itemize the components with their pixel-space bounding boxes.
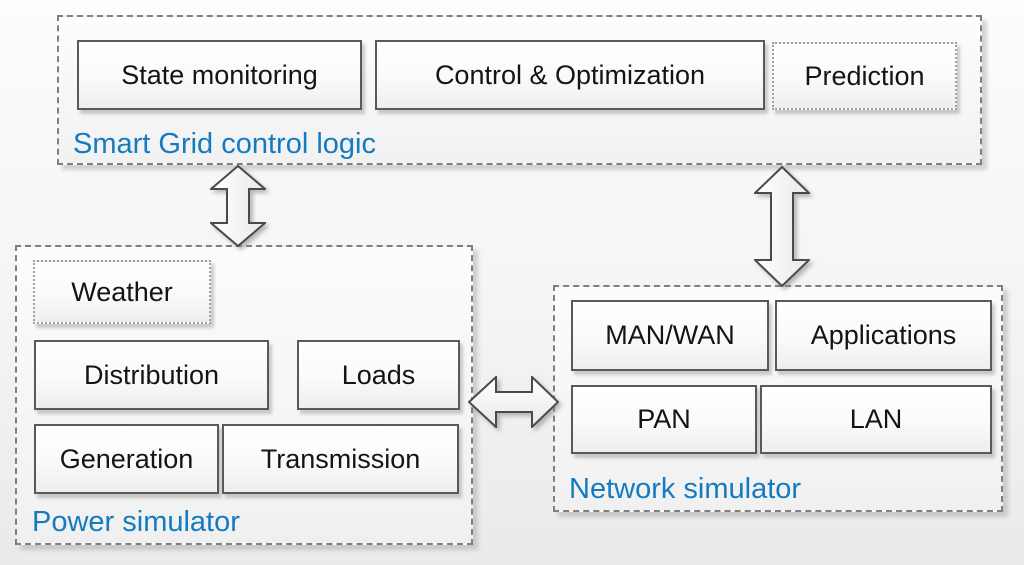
state-monitoring-box: State monitoring bbox=[77, 40, 362, 110]
double-arrow-power-network bbox=[468, 376, 559, 428]
transmission-label: Transmission bbox=[260, 443, 421, 474]
pan-box: PAN bbox=[571, 385, 757, 454]
lan-label: LAN bbox=[849, 404, 903, 434]
applications-label: Applications bbox=[810, 320, 957, 350]
distribution-label: Distribution bbox=[83, 359, 220, 390]
smart-grid-control-logic-group: State monitoring Control & Optimization … bbox=[57, 15, 982, 165]
applications-box: Applications bbox=[775, 300, 992, 371]
generation-label: Generation bbox=[59, 443, 194, 474]
network-simulator-group: MAN/WAN Applications PAN LAN Network sim… bbox=[553, 285, 1003, 512]
double-arrow-control-power bbox=[210, 165, 266, 247]
network-simulator-title: Network simulator bbox=[569, 473, 802, 505]
man-wan-label: MAN/WAN bbox=[605, 320, 735, 350]
prediction-box: Prediction bbox=[772, 42, 957, 110]
loads-box: Loads bbox=[297, 340, 460, 410]
generation-box: Generation bbox=[34, 424, 219, 494]
power-simulator-title: Power simulator bbox=[32, 506, 240, 538]
weather-label: Weather bbox=[71, 276, 173, 307]
transmission-box: Transmission bbox=[222, 424, 459, 494]
power-simulator-group: Weather Distribution Loads Generation Tr… bbox=[15, 245, 473, 545]
distribution-box: Distribution bbox=[34, 340, 269, 410]
prediction-label: Prediction bbox=[804, 60, 925, 91]
smart-grid-control-logic-title: Smart Grid control logic bbox=[73, 128, 376, 160]
man-wan-box: MAN/WAN bbox=[571, 300, 769, 371]
lan-box: LAN bbox=[760, 385, 992, 454]
state-monitoring-label: State monitoring bbox=[121, 59, 318, 90]
control-optimization-box: Control & Optimization bbox=[375, 40, 765, 110]
pan-label: PAN bbox=[637, 404, 691, 434]
control-optimization-label: Control & Optimization bbox=[434, 59, 706, 90]
weather-box: Weather bbox=[33, 260, 211, 324]
loads-label: Loads bbox=[341, 359, 416, 390]
double-arrow-control-network bbox=[754, 166, 810, 287]
